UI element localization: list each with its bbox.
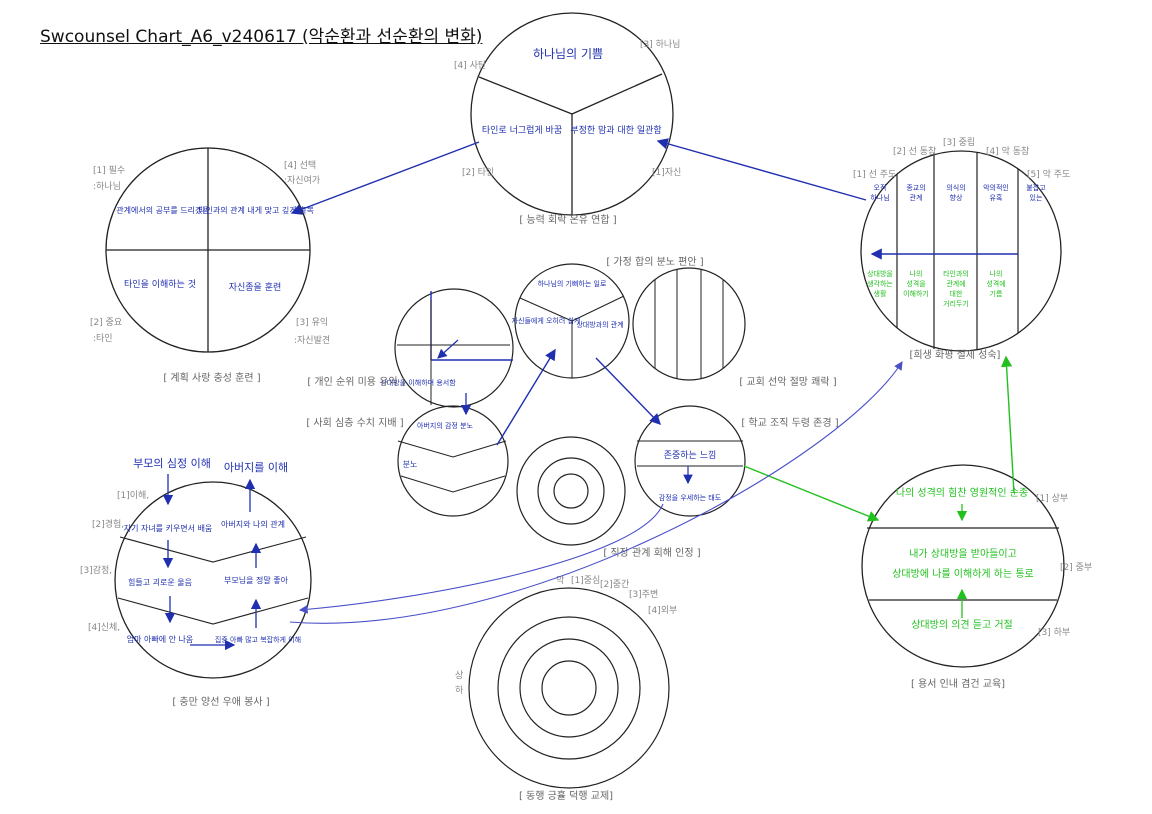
bl-label-2: [2]경험, xyxy=(92,518,124,530)
bl-hand-a2: 아버지를 이해 xyxy=(224,460,288,474)
top-label-other: [2] 타인 xyxy=(462,167,494,178)
top-caption: [ 능력 회락 온유 연합 ] xyxy=(519,214,616,226)
bl-hand-d1: 엄마 아빠에 안 나옴 xyxy=(127,634,194,644)
left-label-3b: :타인 xyxy=(93,333,113,344)
right-label-evil-join: [4] 악 동참 xyxy=(986,145,1029,157)
br-hand-mid2: 상대방에 나를 이해하게 하는 통로 xyxy=(892,567,1034,580)
left-hand-q2: 타인과의 관계 내게 맞고 깊게 축복 xyxy=(198,205,314,215)
bl-label-4: [4]신체, xyxy=(88,622,120,633)
big-label-outer: [4]외부 xyxy=(648,604,677,616)
center-5-hand-bot: 감정을 우세하는 태도 xyxy=(659,493,722,502)
bottom-left-circle: [1]이해, [2]경험, [3]감정, [4]신체, 부모의 심정 이해 아버… xyxy=(80,456,312,708)
br-hand-top: 나의 성격의 힘찬 영원적인 순종 xyxy=(896,486,1028,499)
right-label-evil-lead: [5] 악 주도 xyxy=(1027,168,1070,180)
center-1-hand: 상대방을 이해하며 용서함 xyxy=(380,378,456,387)
top-hand-right: 부정한 맘과 대한 일관함 xyxy=(570,125,661,136)
br-hand-bot: 상대방의 의견 듣고 거절 xyxy=(911,618,1013,631)
center-circle-3: 하나님의 기뻐하는 일로 자신들에게 오히려 쉽게 상대방과의 관계 [ 가정 … xyxy=(512,256,704,379)
big-label-middle: [2]중간 xyxy=(600,579,629,590)
big-label-down: 하 xyxy=(455,685,464,696)
center-circle-5: 존중하는 느낌 감정을 우세하는 태도 [ 학교 조직 두령 존경 ] xyxy=(634,405,839,517)
right-label-neutral: [3] 중립 xyxy=(943,137,975,148)
left-label-1: [1] 필수 xyxy=(93,164,125,176)
bl-hand-c2: 부모님을 정말 좋아 xyxy=(224,575,289,585)
left-caption: [ 계획 사랑 충성 훈련 ] xyxy=(163,371,260,384)
connector-arrows xyxy=(289,138,1015,624)
big-label-center: [1]중심 xyxy=(571,575,600,586)
center-2-hand-a: 아버지의 감정 분노 xyxy=(417,421,474,430)
center-3-hand-top: 하나님의 기뻐하는 일로 xyxy=(538,279,607,288)
center-3-caption: [ 가정 합의 분노 편안 ] xyxy=(606,256,703,268)
bl-hand-b1: 자기 자녀를 키우면서 배움 xyxy=(124,523,213,533)
left-hand-q3: 타인을 이해하는 것 xyxy=(124,279,196,290)
center-3-hand-right: 상대방과의 관계 xyxy=(576,320,623,329)
center-3-hand-left: 자신들에게 오히려 쉽게 xyxy=(512,316,581,325)
left-label-4: [3] 유익 xyxy=(296,316,328,328)
center-circle-4: [ 교회 선악 절망 쾌락 ] xyxy=(632,267,837,388)
center-1-caption: [ 개인 순위 미용 유익 ] xyxy=(307,375,404,388)
bl-hand-b2: 아버지와 나의 관계 xyxy=(221,519,285,529)
bl-hand-d2: 집중 아빠 많고 복잡하게 이해 xyxy=(215,635,301,644)
right-caption: [희생 화평 절제 성숙] xyxy=(910,348,1001,361)
left-label-2b: :자신여가 xyxy=(284,174,320,186)
bottom-right-circle: [1] 상부 [2] 중부 [3] 하부 나의 성격의 힘찬 영원적인 순종 내… xyxy=(861,464,1092,690)
big-caption: [ 동행 긍휼 덕행 교제] xyxy=(519,789,613,802)
top-label-self: [1]자신 xyxy=(652,167,681,178)
center-2-caption: [ 사회 심층 수치 지배 ] xyxy=(306,417,403,429)
top-circle: [4] 사탄 [3] 하나님 [2] 타인 [1]자신 하나님의 기쁨 타인로 … xyxy=(454,12,681,226)
bl-hand-a1: 부모의 심정 이해 xyxy=(133,456,211,470)
left-hand-q4: 자신종을 훈련 xyxy=(229,281,282,293)
center-6-caption: [ 직장 관계 회해 인정 ] xyxy=(603,546,700,559)
big-label-up: 상 xyxy=(455,670,463,681)
center-5-caption: [ 학교 조직 두령 존경 ] xyxy=(741,416,838,429)
bl-label-3: [3]감정, xyxy=(80,564,112,576)
br-label-top: [1] 상부 xyxy=(1036,493,1068,504)
br-label-mid: [2] 중부 xyxy=(1060,562,1092,573)
big-bottom-circle: [1]중심 [2]중간 [3]주변 [4]외부 상 하 악 [ 동행 긍휼 덕행… xyxy=(455,574,677,802)
left-label-3: [2] 중요 xyxy=(90,317,122,328)
center-4-caption: [ 교회 선악 절망 쾌락 ] xyxy=(739,375,836,388)
center-2-hand-b: 분노 xyxy=(403,460,418,469)
page-title: Swcounsel Chart_A6_v240617 (악순환과 선순환의 변화… xyxy=(40,27,483,47)
top-hand-joy: 하나님의 기쁨 xyxy=(533,47,603,61)
big-label-evil: 악 xyxy=(556,574,564,586)
top-label-devil: [4] 사탄 xyxy=(454,60,486,71)
top-hand-left: 타인로 너그럽게 바꿈 xyxy=(482,125,562,136)
center-5-hand-top: 존중하는 느낌 xyxy=(664,449,717,461)
br-caption: [ 용서 인내 겸건 교육] xyxy=(911,678,1005,690)
right-label-good-join: [2] 선 동참 xyxy=(893,146,936,157)
center-circle-2: 아버지의 감정 분노 분노 [ 사회 심층 수치 지배 ] xyxy=(306,393,509,517)
right-label-good-lead: [1] 선 주도 xyxy=(853,169,896,180)
bl-hand-c1: 힘들고 괴로운 울음 xyxy=(128,577,192,587)
left-label-4b: :자신발견 xyxy=(294,334,330,346)
left-label-1b: :하나님 xyxy=(93,181,121,192)
bl-caption: [ 충만 양선 우애 봉사 ] xyxy=(172,696,269,708)
bl-label-1: [1]이해, xyxy=(117,490,149,501)
center-circle-1: 상대방을 이해하며 용서함 [ 개인 순위 미용 유익 ] xyxy=(307,288,514,408)
left-circle: [1] 필수 :하나님 [4] 선택 :자신여가 [2] 중요 :타인 [3] … xyxy=(90,147,330,384)
left-hand-q1: 관계에서의 공부를 드리겠음 xyxy=(116,205,209,215)
top-label-god: [3] 하나님 xyxy=(640,39,680,50)
br-hand-mid1: 내가 상대방을 받아들이고 xyxy=(909,548,1017,560)
big-label-around: [3]주변 xyxy=(629,589,658,600)
left-label-2: [4] 선택 xyxy=(284,160,316,171)
br-label-bot: [3] 하부 xyxy=(1038,627,1070,638)
right-circle: [2] 선 동참 [3] 중립 [4] 악 동참 [1] 선 주도 [5] 악 … xyxy=(853,137,1070,361)
